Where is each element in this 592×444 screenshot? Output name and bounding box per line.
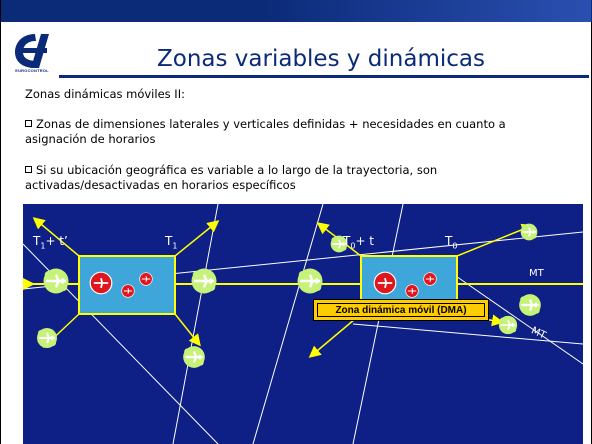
bullet-text: Zonas de dimensiones laterales y vertica… (25, 117, 506, 146)
hazard-icon (139, 272, 153, 286)
hazard-icon (405, 284, 419, 298)
hazard-icon (423, 272, 437, 286)
aircraft-icon (519, 222, 539, 242)
title-rule (59, 75, 589, 78)
aircraft-icon (42, 267, 70, 295)
dma-diagram: T1+ t’ T1 T0+ t T0 MT MT Zona dinámica m… (23, 204, 583, 444)
label-t1: T1 (165, 234, 178, 251)
label-mt-upper: MT (529, 268, 544, 279)
aircraft-icon (296, 267, 324, 295)
hazard-icon (373, 271, 397, 295)
hazard-icon (121, 284, 135, 298)
legend-box: Zona dinámica móvil (DMA) (313, 299, 489, 321)
aircraft-icon (182, 345, 206, 369)
header-band-gradient (261, 0, 591, 22)
bullet-item: Zonas de dimensiones laterales y vertica… (25, 117, 565, 147)
eurocontrol-logo-icon (15, 34, 49, 68)
legend-label: Zona dinámica móvil (DMA) (317, 303, 485, 317)
aircraft-icon (497, 314, 519, 336)
bullet-square-icon (25, 166, 32, 173)
hazard-icon (89, 271, 113, 295)
label-t0: T0 (445, 234, 458, 251)
page-title: Zonas variables y dinámicas (157, 46, 485, 72)
aircraft-icon (190, 267, 218, 295)
subtitle: Zonas dinámicas móviles II: (25, 87, 185, 101)
bullet-text: Si su ubicación geográfica es variable a… (25, 163, 438, 192)
label-t0-plus: T0+ t (343, 234, 375, 251)
diagram-canvas (23, 204, 583, 444)
bullet-square-icon (25, 120, 32, 127)
aircraft-icon (36, 327, 58, 349)
label-t1-plus: T1+ t’ (33, 234, 68, 251)
logo-text: EUROCONTROL (15, 68, 49, 73)
bullet-item: Si su ubicación geográfica es variable a… (25, 163, 565, 193)
aircraft-icon (518, 293, 542, 317)
